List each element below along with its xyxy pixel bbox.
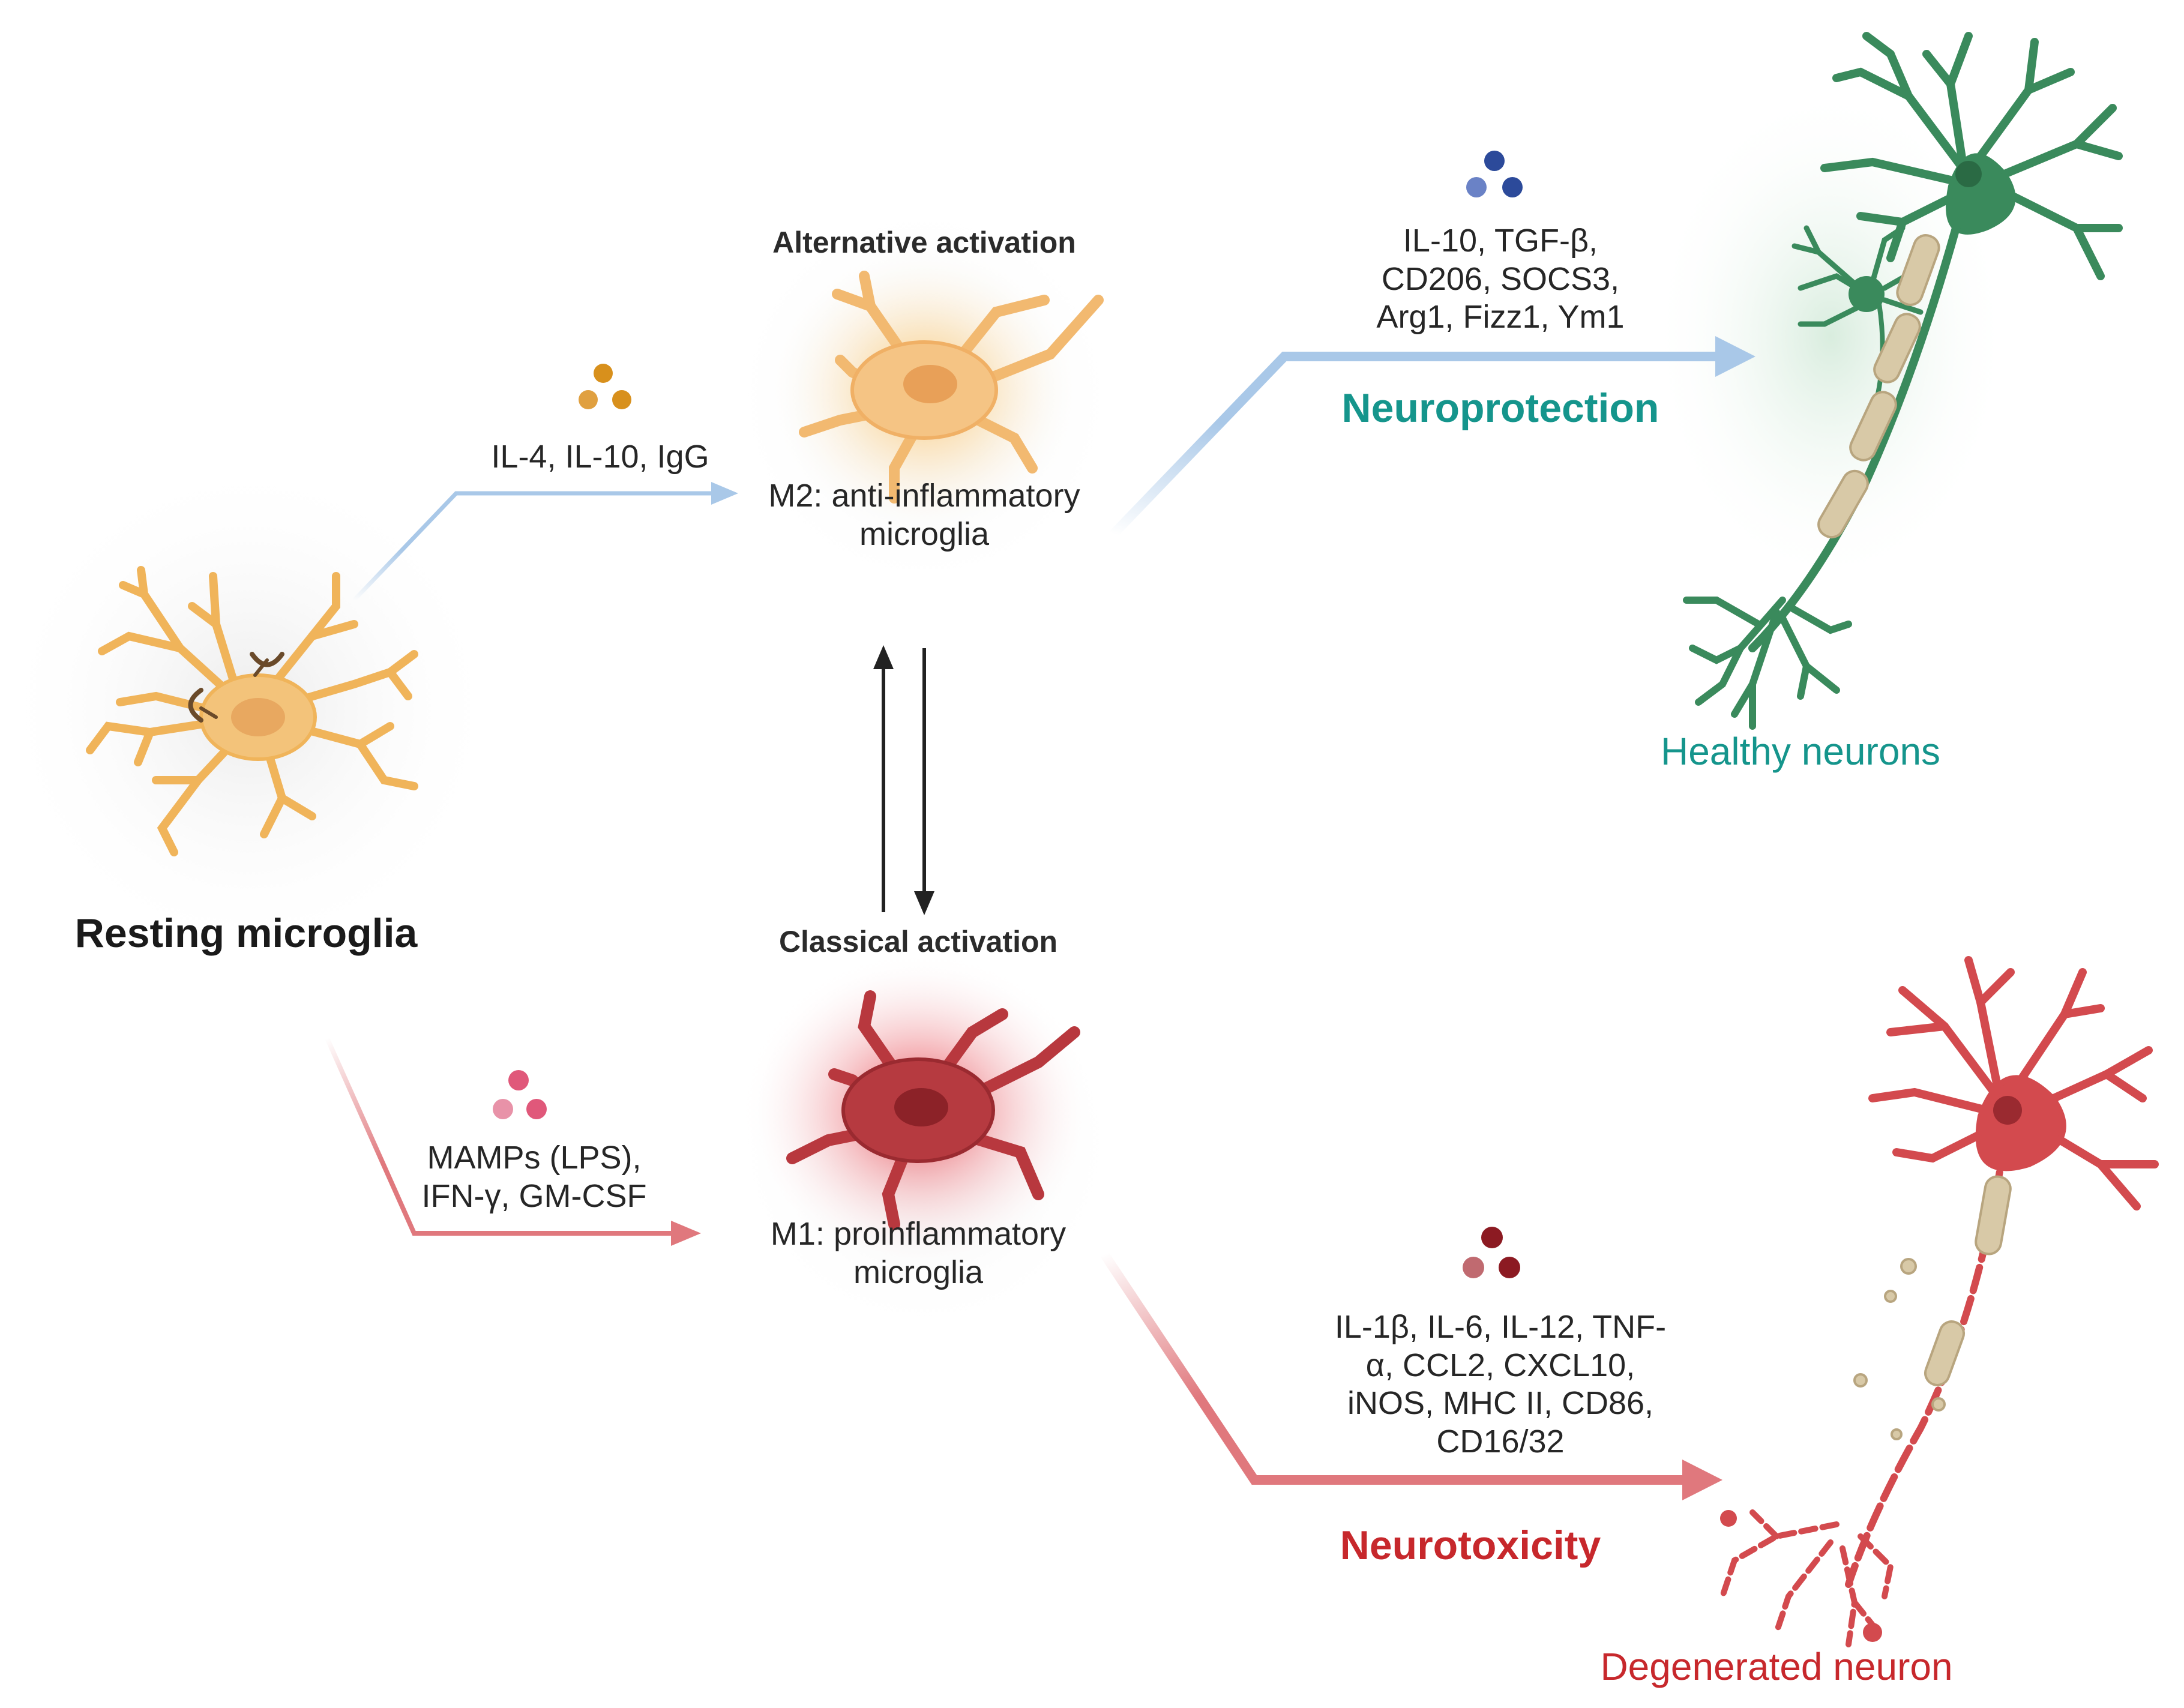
cytokine-cluster-icon bbox=[493, 1070, 547, 1119]
resting-microglia-title: Resting microglia bbox=[74, 910, 418, 956]
cytokine-cluster-icon bbox=[1466, 151, 1523, 197]
m1-outputs: IL-1β, IL-6, IL-12, TNF- α, CCL2, CXCL10… bbox=[1334, 1309, 1667, 1460]
neurotoxicity-label: Neurotoxicity bbox=[1340, 1523, 1601, 1568]
degenerated-neuron-icon bbox=[1719, 956, 2159, 1647]
degenerated-neuron-label: Degenerated neuron bbox=[1600, 1645, 1953, 1688]
m1-m2-switch-arrows bbox=[873, 645, 934, 915]
m2-heading: Alternative activation bbox=[772, 226, 1076, 259]
m1-microglia-icon bbox=[744, 954, 1092, 1266]
healthy-neurons-label: Healthy neurons bbox=[1660, 730, 1941, 773]
m1-heading: Classical activation bbox=[778, 925, 1058, 958]
m1-stimuli: MAMPs (LPS), IFN-γ, GM-CSF bbox=[421, 1140, 647, 1214]
m1-label: M1: proinflammatory microglia bbox=[770, 1216, 1066, 1290]
m2-stimuli: IL-4, IL-10, IgG bbox=[491, 439, 709, 475]
m2-label: M2: anti-inflammatory microglia bbox=[768, 478, 1080, 552]
cytokine-cluster-icon bbox=[579, 364, 631, 409]
cytokine-cluster-icon bbox=[1463, 1227, 1520, 1278]
m1-to-neurotoxicity-arrow bbox=[1100, 1251, 1722, 1500]
neuroprotection-label: Neuroprotection bbox=[1341, 385, 1659, 431]
m2-outputs: IL-10, TGF-β, CD206, SOCS3, Arg1, Fizz1,… bbox=[1376, 223, 1625, 335]
m2-microglia-icon bbox=[768, 246, 1104, 534]
resting-to-m2-arrow bbox=[352, 482, 738, 602]
resting-microglia-icon bbox=[86, 566, 418, 856]
resting-to-m1-arrow bbox=[325, 1037, 701, 1246]
m2-to-neuroprotection-arrow bbox=[1110, 336, 1755, 538]
healthy-neuron-icon bbox=[1683, 32, 2123, 730]
